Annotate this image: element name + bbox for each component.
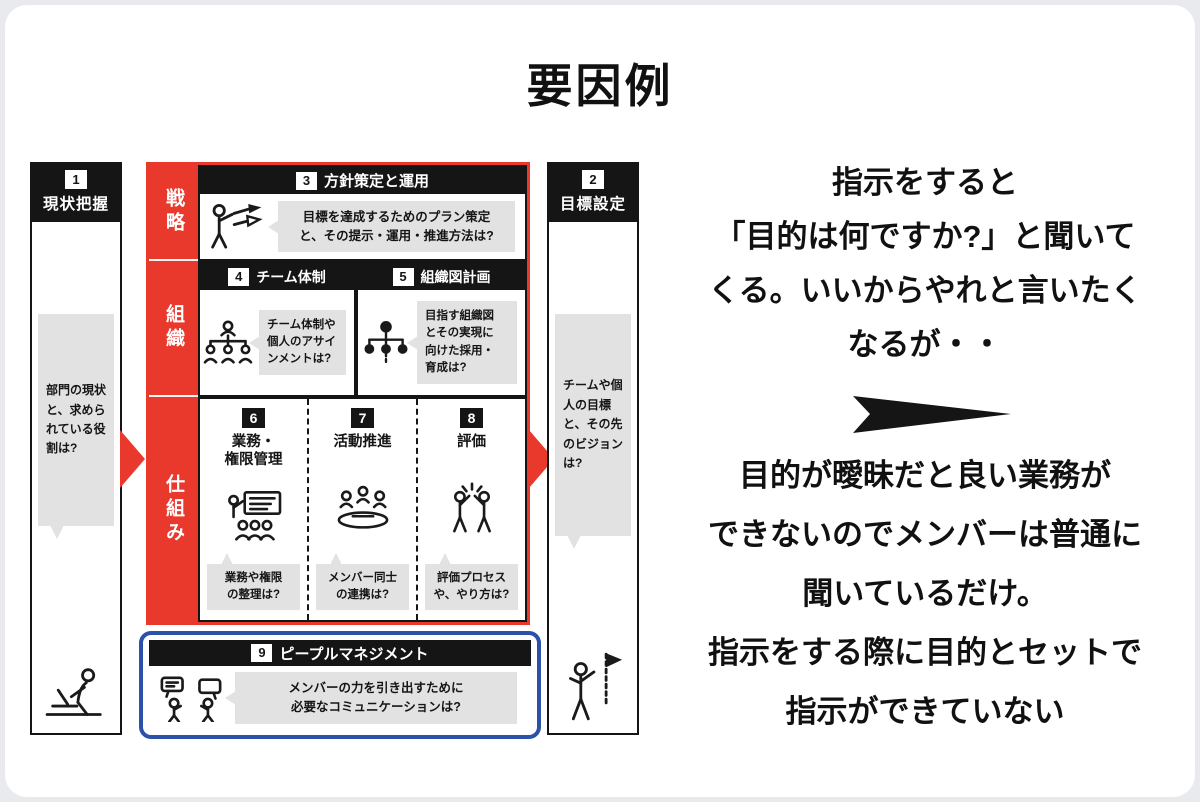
flag-person-icon <box>549 647 637 725</box>
row-label-organization: 組織 <box>149 261 198 397</box>
box-number-badge: 9 <box>251 644 273 662</box>
row-label-strategy: 戦略 <box>149 165 198 261</box>
speech-bubble: メンバーの力を引き出すために 必要なコミュニケーションは? <box>225 672 517 724</box>
speech-bubble: チームや個 人の目標 と、その先 のビジョン は? <box>555 314 631 549</box>
box-number-badge: 3 <box>295 171 317 190</box>
box-title: 方針策定と運用 <box>323 173 429 190</box>
box-mechanism-group: 6 業務・ 権限管理 <box>198 397 527 622</box>
speech-bubble: メンバー同士 の連携は? <box>316 552 409 610</box>
box-orgchart-body: 目指す組織図 とその実現に 向けた採用・ 育成は? <box>358 290 525 395</box>
box-title: 業務・ 権限管理 <box>224 434 283 469</box>
flow-arrow-left <box>120 430 145 488</box>
box-number-badge: 8 <box>460 408 483 428</box>
step-title: 目標設定 <box>559 196 626 213</box>
step-number-badge: 2 <box>582 170 604 189</box>
step-current-state-box: 1 現状把握 部門の現状 と、求めら れている役 割は? <box>30 162 122 735</box>
row-label-mechanism: 仕組み <box>163 473 184 546</box>
meeting-icon <box>334 451 392 563</box>
speech-bubble: チーム体制や 個人のアサイ ンメントは? <box>249 309 346 376</box>
speech-bubble: 業務や権限 の整理は? <box>207 552 300 610</box>
evaluation-icon <box>445 451 499 563</box>
speech-bubble: 目標を達成するためのプラン策定 と、その提示・運用・推進方法は? <box>268 200 515 253</box>
box-activity-promotion: 7 活動推進 メンバー同士 の連携 <box>307 399 416 620</box>
box-title: 評価 <box>457 434 486 450</box>
box-title: 組織図計画 <box>420 268 491 285</box>
observation-text: 指示をすると 「目的は何ですか?」と聞いて くる。いいからやれと言いたく なるが… <box>708 165 1142 362</box>
box-title: チーム体制 <box>256 268 326 285</box>
communication-icon <box>149 675 233 722</box>
box-policy-body: 目標を達成するためのプラン策定 と、その提示・運用・推進方法は? <box>200 194 525 259</box>
people-management-header: 9 ピープルマネジメント <box>149 640 531 666</box>
people-management-body: メンバーの力を引き出すために 必要なコミュニケーションは? <box>149 666 531 730</box>
box-title: ピープルマネジメント <box>279 645 429 663</box>
box-number-badge: 7 <box>351 408 374 428</box>
box-number-badge: 4 <box>228 267 250 286</box>
box-org-chart-plan: 5 組織図計画 <box>356 261 527 397</box>
step-number-badge: 1 <box>65 170 87 189</box>
speech-bubble: 目指す組織図 とその実現に 向けた採用・ 育成は? <box>407 301 517 384</box>
laptop-person-icon <box>32 665 120 721</box>
presentation-icon <box>225 469 283 563</box>
step-current-state-header: 1 現状把握 <box>32 164 120 222</box>
speech-bubble: 部門の現状 と、求めら れている役 割は? <box>38 314 114 539</box>
conclusion-text: 目的が曖昧だと良い業務が できないのでメンバーは普通に 聞いているだけ。 指示を… <box>708 458 1142 729</box>
management-matrix: 戦略 3 方針策定と運用 <box>146 162 530 625</box>
implication-arrow <box>853 396 1011 433</box>
row-mechanism: 仕組み 6 業務・ 権限管理 <box>149 397 527 622</box>
box-team-structure: 4 チーム体制 <box>198 261 356 397</box>
box-number-badge: 5 <box>392 267 414 286</box>
people-management-box: 9 ピープルマネジメント <box>139 631 541 739</box>
step-goal-header: 2 目標設定 <box>549 164 637 222</box>
row-organization: 組織 4 チーム体制 <box>149 261 527 397</box>
step-title: 現状把握 <box>42 196 109 213</box>
speech-bubble: 評価プロセス や、やり方は? <box>425 552 518 610</box>
box-evaluation: 8 評価 <box>416 399 525 620</box>
presenter-arrows-icon <box>200 203 274 250</box>
box-duty-authority: 6 業務・ 権限管理 <box>200 399 307 620</box>
box-team-body: チーム体制や 個人のアサイ ンメントは? <box>200 290 354 395</box>
box-title: 活動推進 <box>333 434 392 450</box>
step-goal-setting-box: 2 目標設定 チームや個 人の目標 と、その先 のビジョン は? <box>547 162 639 735</box>
page-title: 要因例 <box>526 60 674 112</box>
org-chart-icon <box>358 320 414 365</box>
row-strategy: 戦略 3 方針策定と運用 <box>149 165 527 261</box>
box-orgchart-header: 5 組織図計画 <box>358 263 525 290</box>
team-tree-icon <box>200 320 256 366</box>
box-team-header: 4 チーム体制 <box>200 263 354 290</box>
box-number-badge: 6 <box>242 408 265 428</box>
box-policy-header: 3 方針策定と運用 <box>200 167 525 194</box>
box-policy: 3 方針策定と運用 <box>198 165 527 261</box>
